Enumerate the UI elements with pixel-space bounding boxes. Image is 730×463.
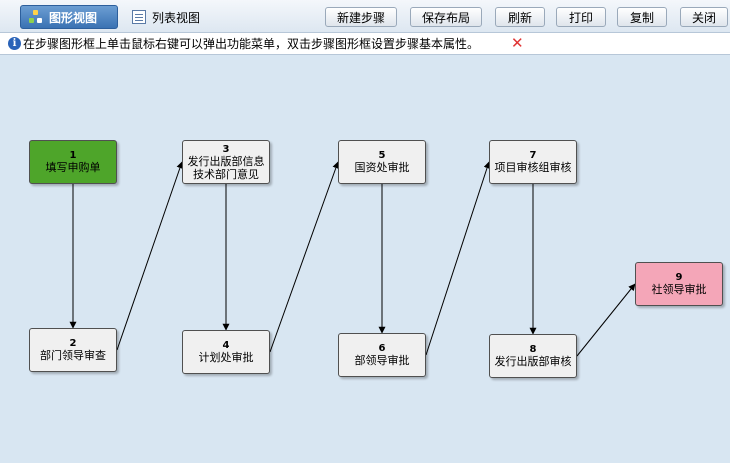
copy-button[interactable]: 复制 — [617, 7, 667, 27]
info-icon: i — [8, 37, 21, 50]
tab-list-view[interactable]: 列表视图 — [124, 5, 224, 29]
step-name: 国资处审批 — [354, 161, 410, 174]
list-icon — [132, 10, 146, 24]
transition-2-3[interactable] — [116, 161, 184, 351]
step-name: 部门领导审查 — [40, 349, 106, 362]
info-text: 在步骤图形框上单击鼠标右键可以弹出功能菜单，双击步骤图形框设置步骤基本属性。 — [23, 37, 480, 51]
transition-layer — [69, 161, 636, 357]
tab-list-view-label: 列表视图 — [152, 10, 201, 25]
close-button[interactable]: 关闭 — [680, 7, 728, 27]
close-icon[interactable]: ✕ — [511, 34, 524, 52]
step-name: 计划处审批 — [198, 351, 254, 364]
step-number: 7 — [529, 150, 537, 161]
step-number: 3 — [222, 143, 230, 155]
step-number: 6 — [378, 343, 386, 354]
tab-graph-view[interactable]: 图形视图 — [20, 5, 118, 29]
step-name: 社领导审批 — [651, 283, 707, 296]
step-number: 1 — [69, 150, 77, 161]
step-number: 8 — [529, 344, 537, 355]
save-layout-button[interactable]: 保存布局 — [410, 7, 482, 27]
step-name: 发行出版部信息 — [187, 154, 265, 168]
step-name: 发行出版部审核 — [494, 355, 572, 368]
step-name: 技术部门意见 — [193, 167, 259, 181]
step-number: 9 — [675, 272, 683, 283]
step-number: 4 — [222, 340, 230, 351]
transition-6-7[interactable] — [425, 161, 491, 356]
transition-8-9[interactable] — [576, 283, 636, 357]
toolbar: 图形视图 列表视图 新建步骤 保存布局 刷新 打印 复制 关闭 — [0, 0, 730, 33]
step-name: 填写申购单 — [45, 161, 101, 174]
step-name: 部领导审批 — [354, 354, 410, 367]
step-name: 项目审核组审核 — [494, 161, 572, 174]
transition-4-5[interactable] — [269, 161, 340, 353]
step-number: 5 — [378, 150, 386, 161]
info-bar: i 在步骤图形框上单击鼠标右键可以弹出功能菜单，双击步骤图形框设置步骤基本属性。… — [0, 33, 730, 55]
tab-graph-view-label: 图形视图 — [49, 10, 98, 25]
refresh-button[interactable]: 刷新 — [495, 7, 545, 27]
step-number: 2 — [69, 338, 77, 349]
flowchart-icon — [29, 10, 43, 24]
new-step-button[interactable]: 新建步骤 — [325, 7, 397, 27]
print-button[interactable]: 打印 — [556, 7, 606, 27]
